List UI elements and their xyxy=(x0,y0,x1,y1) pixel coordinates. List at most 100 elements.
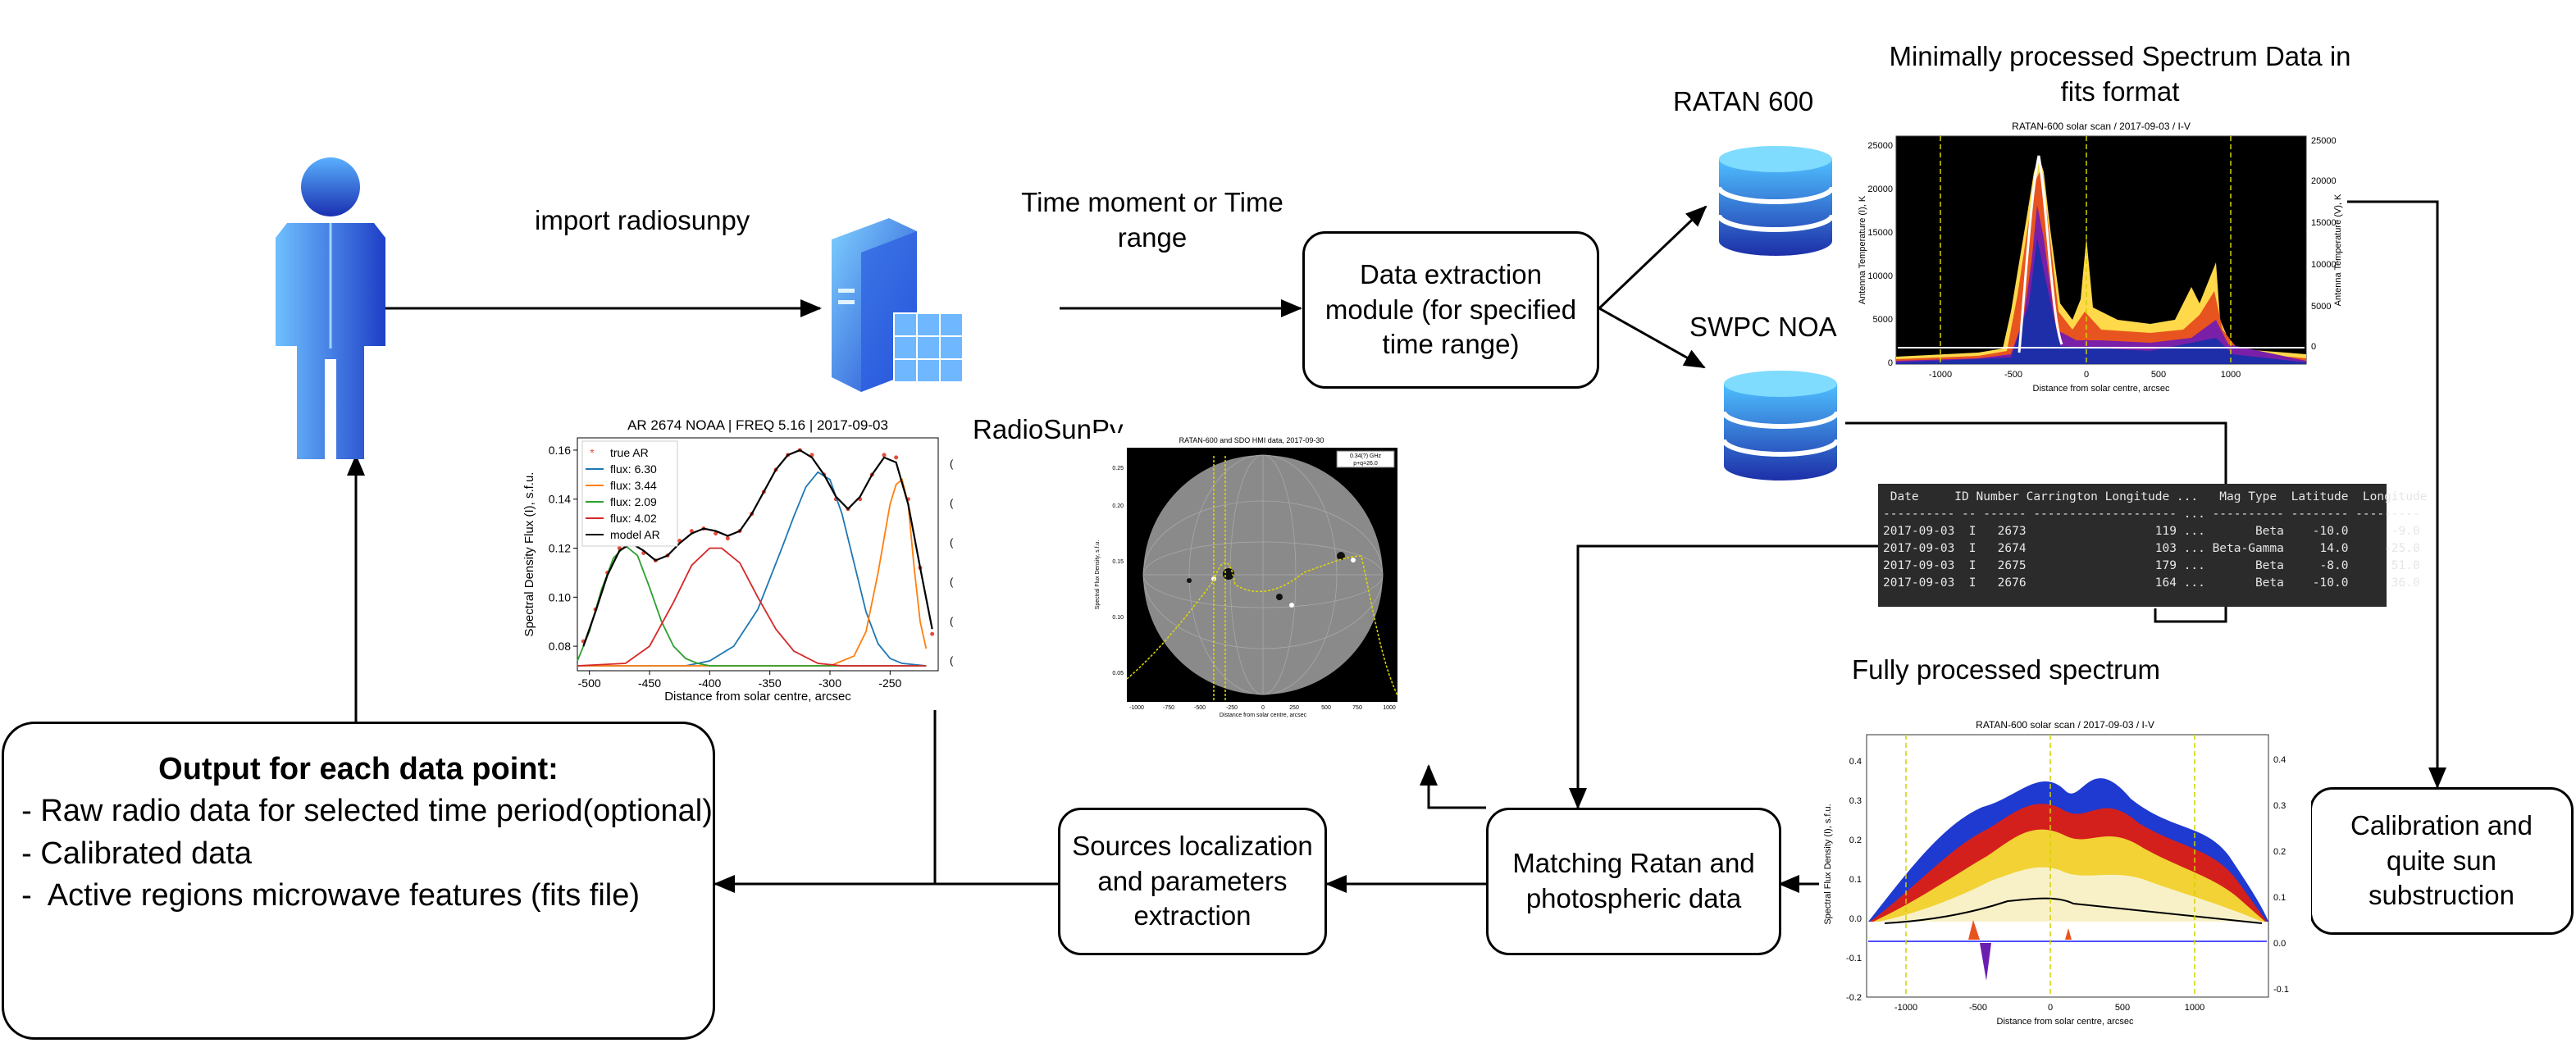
output-line-calibrated: - Calibrated data xyxy=(4,836,253,871)
svg-text:250: 250 xyxy=(1289,705,1299,711)
svg-text:25000: 25000 xyxy=(2311,136,2337,146)
ar-series-line xyxy=(577,478,928,667)
ar-chart-xlabel: Distance from solar centre, arcsec xyxy=(664,690,851,704)
svg-text:0.1: 0.1 xyxy=(2273,893,2286,903)
svg-text:0.25: 0.25 xyxy=(1112,466,1124,471)
svg-text:0.10: 0.10 xyxy=(1112,615,1124,621)
active-regions-table: Date ID Number Carrington Longitude ... … xyxy=(1878,484,2427,607)
svg-text:1000: 1000 xyxy=(2221,370,2241,380)
ar-xtick-label: -300 xyxy=(818,676,841,690)
swpc-label: SWPC NOA xyxy=(1689,312,1837,342)
ar-chart-axes: -500-450-400-350-300-2500.080.100.120.14… xyxy=(549,444,902,690)
output-box[interactable]: Output for each data point: - Raw radio … xyxy=(2,722,715,1040)
svg-text:-750: -750 xyxy=(1163,705,1174,711)
ar-point xyxy=(930,631,935,636)
ar-legend-frame xyxy=(581,440,678,547)
ar-point xyxy=(894,455,899,460)
svg-text:-500: -500 xyxy=(1194,705,1206,711)
svg-text:10000: 10000 xyxy=(2311,260,2337,270)
svg-text:0: 0 xyxy=(1261,705,1265,711)
ar-point xyxy=(882,453,887,458)
svg-text:20000: 20000 xyxy=(2311,176,2337,186)
ar-point xyxy=(714,531,718,536)
ar-point xyxy=(725,536,730,541)
svg-text:0.2: 0.2 xyxy=(1849,836,1862,845)
svg-text:0: 0 xyxy=(2311,342,2316,352)
ar-legend-marker: * xyxy=(590,446,595,459)
ratan-label: RATAN 600 xyxy=(1673,86,1814,116)
svg-text:0: 0 xyxy=(2084,370,2089,380)
svg-text:Distance from solar centre, ar: Distance from solar centre, arcsec xyxy=(1997,1017,2134,1027)
swpc-database-icon xyxy=(1721,371,1840,481)
svg-text:-500: -500 xyxy=(2004,370,2022,380)
ar-chart-series xyxy=(577,448,935,667)
svg-text:25000: 25000 xyxy=(1867,141,1893,151)
ar-legend-label: model AR xyxy=(610,528,660,541)
svg-text:0.3: 0.3 xyxy=(2273,801,2286,811)
output-line-raw: - Raw radio data for selected time perio… xyxy=(4,794,713,829)
svg-text:(: ( xyxy=(950,576,954,588)
svg-text:Antenna Temperature (V), K: Antenna Temperature (V), K xyxy=(2333,194,2343,306)
fully-processed-label: Fully processed spectrum xyxy=(1852,654,2160,685)
top-chart-traces xyxy=(1896,155,2306,364)
import-label: import radiosunpy xyxy=(535,205,750,235)
svg-text:(: ( xyxy=(950,536,954,549)
svg-text:500: 500 xyxy=(1321,705,1331,711)
svg-text:Distance from solar centre, ar: Distance from solar centre, arcsec xyxy=(2033,384,2170,394)
ar-series-line xyxy=(577,547,927,667)
svg-text:750: 750 xyxy=(1352,705,1362,711)
svg-text:500: 500 xyxy=(2115,1003,2130,1013)
svg-text:0.20: 0.20 xyxy=(1112,503,1124,509)
arrow-spectrum-to-calibration xyxy=(2321,200,2446,789)
svg-text:1000: 1000 xyxy=(1383,705,1396,711)
ar-ytick-label: 0.10 xyxy=(549,590,571,603)
ar-chart-title: AR 2674 NOAA | FREQ 5.16 | 2017-09-03 xyxy=(627,417,888,433)
ar-ytick-label: 0.12 xyxy=(549,542,571,555)
svg-text:(: ( xyxy=(950,654,954,667)
svg-text:RATAN-600 and SDO HMI data, 20: RATAN-600 and SDO HMI data, 2017-09-30 xyxy=(1179,436,1324,444)
svg-text:Antenna Temperature (I), K: Antenna Temperature (I), K xyxy=(1858,195,1867,304)
min-processed-label: Minimally processed Spectrum Data in fit… xyxy=(1889,41,2351,107)
user-icon xyxy=(276,157,385,459)
ar-legend-label: flux: 4.02 xyxy=(610,512,657,525)
top-chart-title: RATAN-600 solar scan / 2017-09-03 / I-V xyxy=(2012,121,2191,132)
svg-text:-250: -250 xyxy=(1226,705,1238,711)
arrow-matching-up xyxy=(1420,764,1486,809)
svg-text:0.0: 0.0 xyxy=(2273,939,2286,949)
fully-processed-spectrum-chart: RATAN-600 solar scan / 2017-09-03 / I-V … xyxy=(1819,717,2311,1033)
svg-text:0.3: 0.3 xyxy=(1849,796,1862,806)
ar-ytick-label: 0.16 xyxy=(549,444,571,457)
svg-text:(: ( xyxy=(950,458,954,470)
ar-xtick-label: -250 xyxy=(878,676,901,690)
svg-text:Spectral Flux Density, s.f.u.: Spectral Flux Density, s.f.u. xyxy=(1095,540,1101,610)
ar-series-line xyxy=(577,471,927,667)
ar-series-line xyxy=(577,544,927,667)
ar-flux-chart: AR 2674 NOAA | FREQ 5.16 | 2017-09-03 -5… xyxy=(522,417,956,707)
svg-text:15000: 15000 xyxy=(2311,218,2337,228)
svg-text:(: ( xyxy=(950,615,954,627)
min-processed-spectrum-chart: RATAN-600 solar scan / 2017-09-03 / I-V … xyxy=(1855,115,2347,398)
svg-text:-0.1: -0.1 xyxy=(2273,985,2289,995)
ar-ytick-label: 0.08 xyxy=(549,640,571,653)
ar-point xyxy=(689,529,694,534)
svg-text:-500: -500 xyxy=(1969,1003,1987,1013)
svg-text:5000: 5000 xyxy=(1873,315,1893,325)
svg-text:-0.2: -0.2 xyxy=(1846,993,1862,1003)
ar-xtick-label: -450 xyxy=(638,676,661,690)
svg-text:20000: 20000 xyxy=(1867,184,1893,194)
ratan-database-icon xyxy=(1717,146,1835,256)
arrow-extraction-to-ratan xyxy=(1598,205,1707,310)
svg-text:5000: 5000 xyxy=(2311,302,2331,312)
svg-text:RATAN-600 solar scan / 2017-09: RATAN-600 solar scan / 2017-09-03 / I-V xyxy=(1976,719,2154,731)
svg-text:0: 0 xyxy=(2048,1003,2053,1013)
svg-text:0.34(?) GHz: 0.34(?) GHz xyxy=(1350,453,1382,459)
svg-text:0.1: 0.1 xyxy=(1849,875,1862,885)
svg-text:0.4: 0.4 xyxy=(2273,755,2286,765)
ar-chart-ylabel: Spectral Density Flux (I), s.f.u. xyxy=(522,472,536,637)
svg-text:-1000: -1000 xyxy=(1894,1003,1917,1013)
svg-text:0.05: 0.05 xyxy=(1112,671,1124,676)
